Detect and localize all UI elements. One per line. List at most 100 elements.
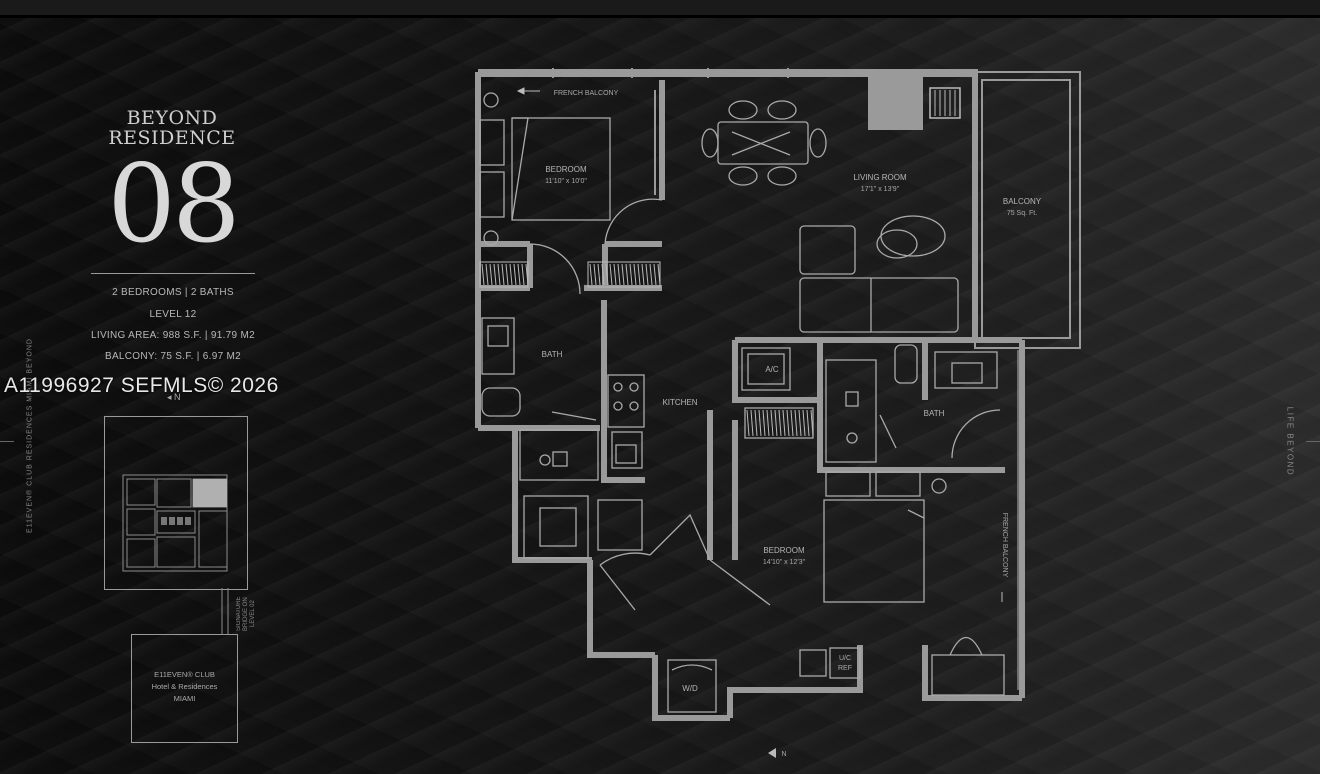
- club-building-box: E11EVEN® CLUB Hotel & Residences MIAMI: [131, 634, 238, 743]
- bridge-connector: [221, 588, 229, 634]
- edge-tick-left: [0, 441, 14, 442]
- hanger-stroke: [649, 263, 653, 286]
- label-living-room: LIVING ROOM: [853, 173, 907, 182]
- hanger-stroke: [609, 263, 613, 286]
- hanger-stroke: [621, 263, 625, 286]
- hanger-stroke: [505, 263, 509, 286]
- hanger-stroke: [513, 263, 517, 286]
- hanger-stroke: [774, 409, 778, 437]
- label-bedroom-2-dims: 14'10" x 12'3": [763, 559, 806, 566]
- residence-title: BEYOND RESIDENCE: [92, 108, 252, 148]
- unit-highlight: [193, 479, 227, 507]
- window-ticks: [552, 68, 789, 78]
- entry-doors: [599, 513, 771, 611]
- hanger-stroke: [758, 409, 762, 437]
- hanger-stroke: [517, 263, 521, 286]
- label-bedroom-1-dims: 11'10" x 10'0": [545, 178, 587, 185]
- hanger-stroke: [509, 263, 513, 286]
- key-plan: [104, 416, 248, 590]
- hanger-stroke: [597, 263, 601, 286]
- unit-number: 08: [107, 142, 240, 267]
- bath-1-fixtures: [481, 317, 599, 481]
- hanger-stroke: [750, 409, 754, 437]
- hanger-stroke: [497, 263, 501, 286]
- hanger-stroke: [645, 263, 649, 286]
- club-line-3: MIAMI: [173, 694, 196, 703]
- north-label: N: [174, 392, 181, 402]
- hanger-stroke: [625, 263, 629, 286]
- closet-hangers: [481, 263, 661, 286]
- hanger-stroke: [754, 409, 758, 437]
- hanger-stroke: [589, 263, 593, 286]
- hanger-stroke: [637, 263, 641, 286]
- label-bedroom-2: BEDROOM: [763, 546, 805, 555]
- north-arrow-small: ◂ N: [167, 392, 181, 403]
- label-uc: U/C: [839, 655, 851, 662]
- hanger-stroke: [786, 409, 790, 437]
- label-balcony-dims: 75 Sq. Ft.: [1007, 210, 1037, 217]
- hanger-stroke: [746, 409, 750, 437]
- label-french-balcony-side: FRENCH BALCONY: [1001, 513, 1008, 578]
- bedroom-2-furniture: [799, 471, 1005, 696]
- hanger-stroke: [778, 409, 782, 437]
- label-ac: A/C: [765, 365, 779, 374]
- balcony-area: BALCONY: 75 S.F. | 6.97 M2: [104, 351, 241, 362]
- hanger-stroke: [613, 263, 617, 286]
- hanger-stroke: [641, 263, 645, 286]
- level: LEVEL 12: [149, 309, 197, 320]
- label-living-dims: 17'1" x 13'9": [861, 186, 900, 193]
- edge-tick-right: [1306, 441, 1320, 442]
- arrow-left-icon: ◂: [167, 392, 172, 402]
- label-kitchen: KITCHEN: [662, 398, 697, 407]
- top-bar: [0, 0, 1320, 18]
- balcony-arrow: [516, 87, 540, 95]
- living-area: LIVING AREA: 988 S.F. | 91.79 M2: [91, 330, 255, 341]
- hanger-stroke: [798, 409, 802, 437]
- living-furniture: [799, 215, 959, 333]
- mls-watermark: A11996927 SEFMLS© 2026: [4, 374, 279, 397]
- label-bath-1: BATH: [542, 350, 563, 359]
- hanger-stroke: [802, 409, 806, 437]
- hanger-stroke: [489, 263, 493, 286]
- hanger-stroke: [593, 263, 597, 286]
- radiator-icon: [929, 87, 961, 119]
- laundry: [667, 659, 717, 713]
- hanger-stroke: [762, 409, 766, 437]
- label-bedroom-1: BEDROOM: [545, 165, 587, 174]
- bedroom-1-furniture: [479, 92, 663, 295]
- label-balcony: BALCONY: [1003, 197, 1042, 206]
- hanger-stroke: [605, 263, 609, 286]
- hanger-stroke: [653, 263, 657, 286]
- hanger-stroke: [601, 263, 605, 286]
- thin-lines: [478, 71, 1081, 349]
- hanger-stroke: [766, 409, 770, 437]
- club-line-1: E11EVEN® CLUB: [154, 670, 215, 679]
- dining-set: [701, 100, 827, 186]
- divider: [91, 273, 255, 274]
- radiator-fins: [934, 90, 956, 116]
- beds-baths: 2 BEDROOMS | 2 BATHS: [112, 287, 234, 298]
- kitchen-fixtures: [523, 374, 645, 559]
- hanger-stroke: [790, 409, 794, 437]
- hanger-stroke: [501, 263, 505, 286]
- hanger-stroke: [794, 409, 798, 437]
- label-wd: W/D: [682, 684, 698, 693]
- walls: [475, 69, 1025, 721]
- hanger-stroke: [657, 263, 661, 286]
- arrow-left-icon: [768, 748, 776, 758]
- hanger-stroke: [806, 409, 810, 437]
- title-line-2: RESIDENCE: [108, 127, 236, 149]
- north-arrow-bottom: N: [768, 748, 787, 758]
- hanger-stroke: [810, 409, 814, 437]
- vertical-closet-lines: [746, 409, 814, 437]
- column: [868, 72, 923, 130]
- hanger-stroke: [782, 409, 786, 437]
- hanger-stroke: [521, 263, 525, 286]
- hanger-stroke: [617, 263, 621, 286]
- bath-2-fixtures: [825, 344, 1001, 463]
- north-label-bottom: N: [781, 751, 786, 758]
- label-ref: REF: [838, 665, 852, 672]
- hanger-stroke: [770, 409, 774, 437]
